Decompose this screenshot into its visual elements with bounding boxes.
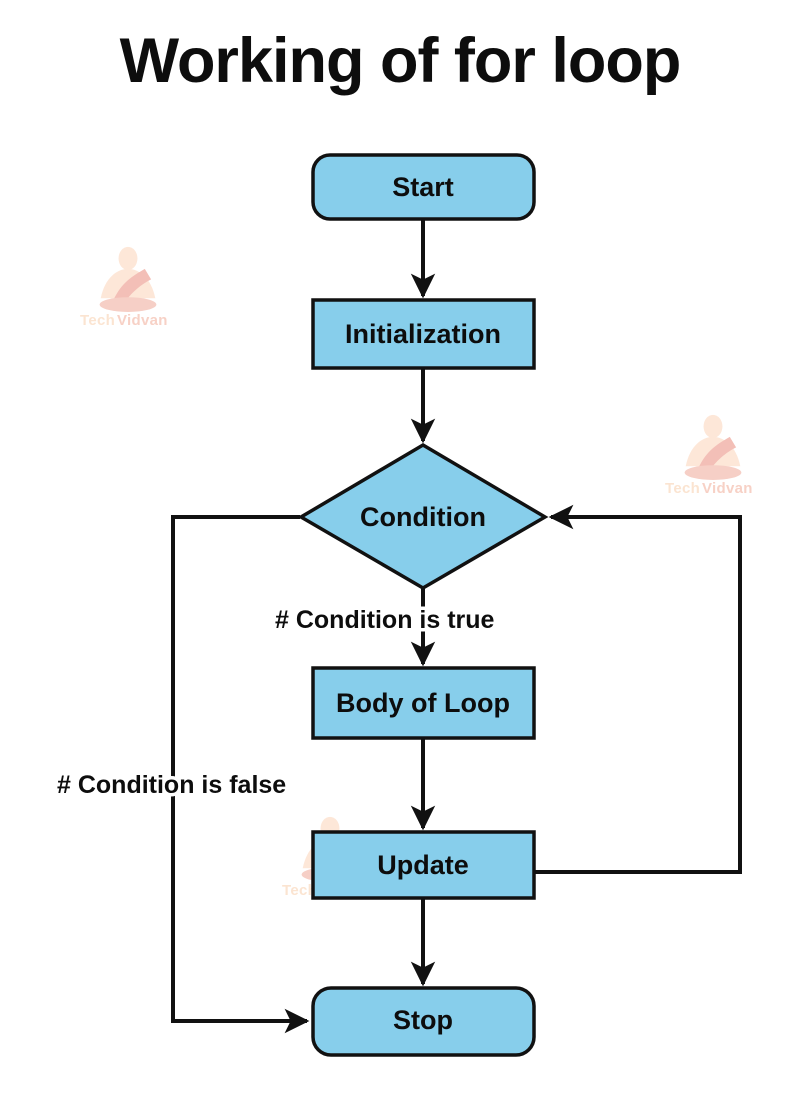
initialization-shape [311, 298, 536, 370]
watermark-brand-tech: Tech [80, 312, 115, 329]
node-update[interactable]: Update [311, 830, 536, 900]
node-start[interactable]: Start [311, 153, 536, 221]
watermark-right: Tech Vidvan [665, 414, 753, 497]
watermark-top-left: Tech Vidvan [80, 246, 168, 329]
node-condition[interactable]: Condition [297, 442, 549, 591]
page-title: Working of for loop [119, 26, 682, 96]
start-label: Start [392, 172, 454, 202]
watermark-brand-vidvan-2: Vidvan [702, 480, 753, 497]
stop-shape [311, 986, 536, 1057]
edge-update-loopback-to-condition [534, 504, 742, 874]
watermark-brand-tech-3: Tech [282, 882, 317, 899]
watermark-brand-tech-2: Tech [665, 480, 700, 497]
watermark-brand-vidvan: Vidvan [117, 312, 168, 329]
edge-label-condition-true: # Condition is true [275, 606, 495, 634]
body-of-loop-shape [311, 666, 536, 740]
update-label: Update [377, 850, 469, 880]
node-body-of-loop[interactable]: Body of Loop [311, 666, 536, 740]
edge-condition-false-to-stop [171, 515, 310, 1034]
node-stop[interactable]: Stop [311, 986, 536, 1057]
update-shape [311, 830, 536, 900]
condition-label: Condition [360, 502, 486, 532]
node-initialization[interactable]: Initialization [311, 298, 536, 370]
start-shape [311, 153, 536, 221]
condition-shape [297, 442, 549, 591]
stop-label: Stop [393, 1005, 453, 1035]
edge-label-condition-false: # Condition is false [57, 771, 286, 799]
body-of-loop-label: Body of Loop [336, 688, 510, 718]
initialization-label: Initialization [345, 319, 501, 349]
